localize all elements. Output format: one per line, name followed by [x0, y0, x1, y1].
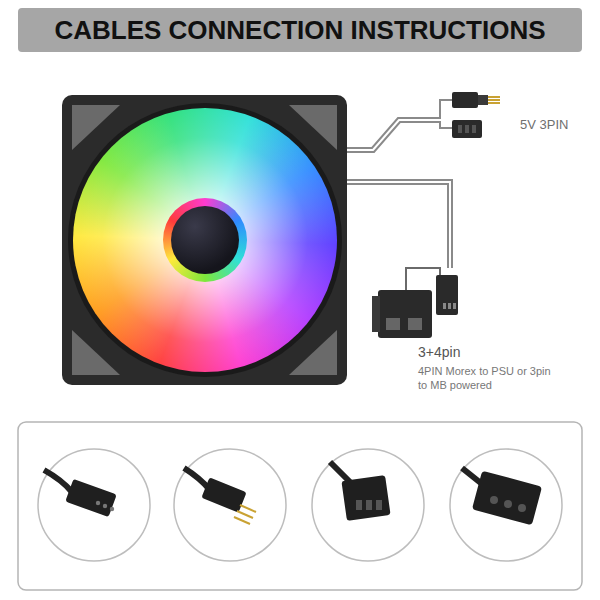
rgb-3pin-connector — [452, 92, 500, 138]
fan-hub — [171, 206, 239, 274]
cable-label: 5V 3PIN — [520, 117, 568, 134]
molex-connector — [372, 290, 432, 338]
fan-frame — [62, 95, 347, 385]
title-text: CABLES CONNECTION INSTRUCTIONS — [54, 15, 545, 46]
male-3pin-icon — [184, 468, 256, 524]
fan-3pin-icon — [330, 462, 391, 521]
panel-circles — [38, 449, 562, 561]
fan-3pin-connector — [436, 275, 458, 315]
female-3pin-icon — [44, 470, 117, 517]
title-banner: CABLES CONNECTION INSTRUCTIONS — [18, 8, 582, 52]
fan-hub-ring — [163, 198, 247, 282]
cable-label: 3+4pin — [418, 343, 460, 361]
cable-wires — [345, 100, 452, 290]
cable-label: 4PIN Morex to PSU or 3pin to MB powered — [418, 364, 558, 393]
molex-icon — [462, 468, 542, 525]
panel-frame — [18, 422, 582, 590]
